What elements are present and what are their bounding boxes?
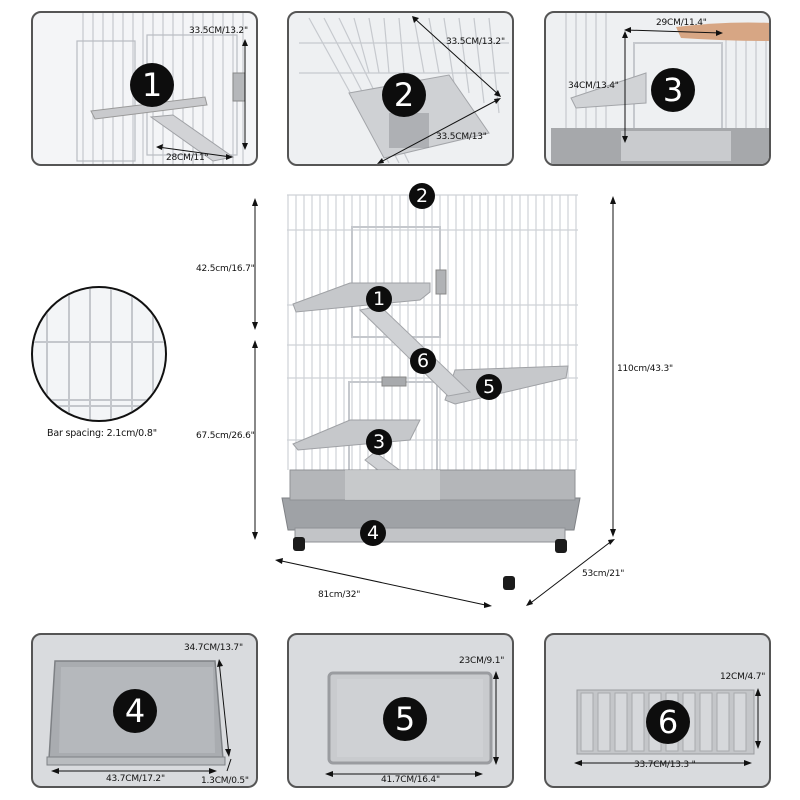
dim-upper-height: 42.5cm/16.7": [196, 264, 255, 274]
dim-depth: 53cm/21": [582, 569, 625, 579]
main-badge-6-ramp: 6: [410, 348, 436, 374]
dim-diagonal-label: 33.5CM/13.2": [446, 37, 505, 47]
panel-door-detail: 3 29CM/11.4" 34CM/13.4": [544, 11, 771, 166]
dim-height-label: 33.5CM/13.2": [189, 26, 248, 36]
bar-spacing-illustration: [33, 288, 165, 420]
panel-top-detail: 2 33.5CM/13.2" 33.5CM/13": [287, 11, 514, 166]
bar-spacing-detail: [31, 286, 167, 422]
dim-door-height-label: 34CM/13.4": [568, 81, 619, 91]
main-badge-3-door: 3: [366, 429, 392, 455]
dim-ramp-width: 33.7CM/13.3 ": [634, 760, 696, 770]
dim-platform-width: 41.7CM/16.4": [381, 775, 440, 785]
dim-tray-lip: 1.3CM/0.5": [201, 776, 249, 786]
dim-tray-depth: 34.7CM/13.7": [184, 643, 243, 653]
cage-illustration: [252, 194, 616, 608]
panel-tray-detail: 4 34.7CM/13.7" 43.7CM/17.2" 1.3CM/0.5": [31, 633, 258, 788]
dim-tray-width: 43.7CM/17.2": [106, 774, 165, 784]
badge-2: 2: [382, 73, 426, 117]
bar-spacing-caption: Bar spacing: 2.1cm/0.8": [47, 428, 157, 439]
badge-1: 1: [130, 63, 174, 107]
dim-total-height: 110cm/43.3": [617, 364, 673, 374]
main-badge-5-shelf: 5: [476, 374, 502, 400]
panel-platform-detail: 5 23CM/9.1" 41.7CM/16.4": [287, 633, 514, 788]
badge-6: 6: [646, 700, 690, 744]
dim-platform-depth: 23CM/9.1": [459, 656, 505, 666]
dim-door-width-label: 29CM/11.4": [656, 18, 707, 28]
main-badge-1-shelf: 1: [366, 286, 392, 312]
dim-lower-height: 67.5cm/26.6": [196, 431, 255, 441]
dim-width: 81cm/32": [318, 590, 361, 600]
badge-3: 3: [651, 68, 695, 112]
badge-4: 4: [113, 689, 157, 733]
main-badge-4-tray: 4: [360, 520, 386, 546]
dim-base-label: 33.5CM/13": [436, 132, 487, 142]
badge-5: 5: [383, 697, 427, 741]
dim-ramp-height: 12CM/4.7": [720, 672, 766, 682]
panel-shelf-1-detail: 1 33.5CM/13.2" 28CM/11": [31, 11, 258, 166]
dim-width-label: 28CM/11": [166, 153, 209, 163]
main-badge-2-top: 2: [409, 183, 435, 209]
cage-door-illustration: [551, 13, 769, 164]
panel-ramp-detail: 6 12CM/4.7" 33.7CM/13.3 ": [544, 633, 771, 788]
main-cage-diagram: 2 1 6 5 3 4 42.5cm/16.7" 67.5cm/26.6" 11…: [196, 183, 673, 608]
